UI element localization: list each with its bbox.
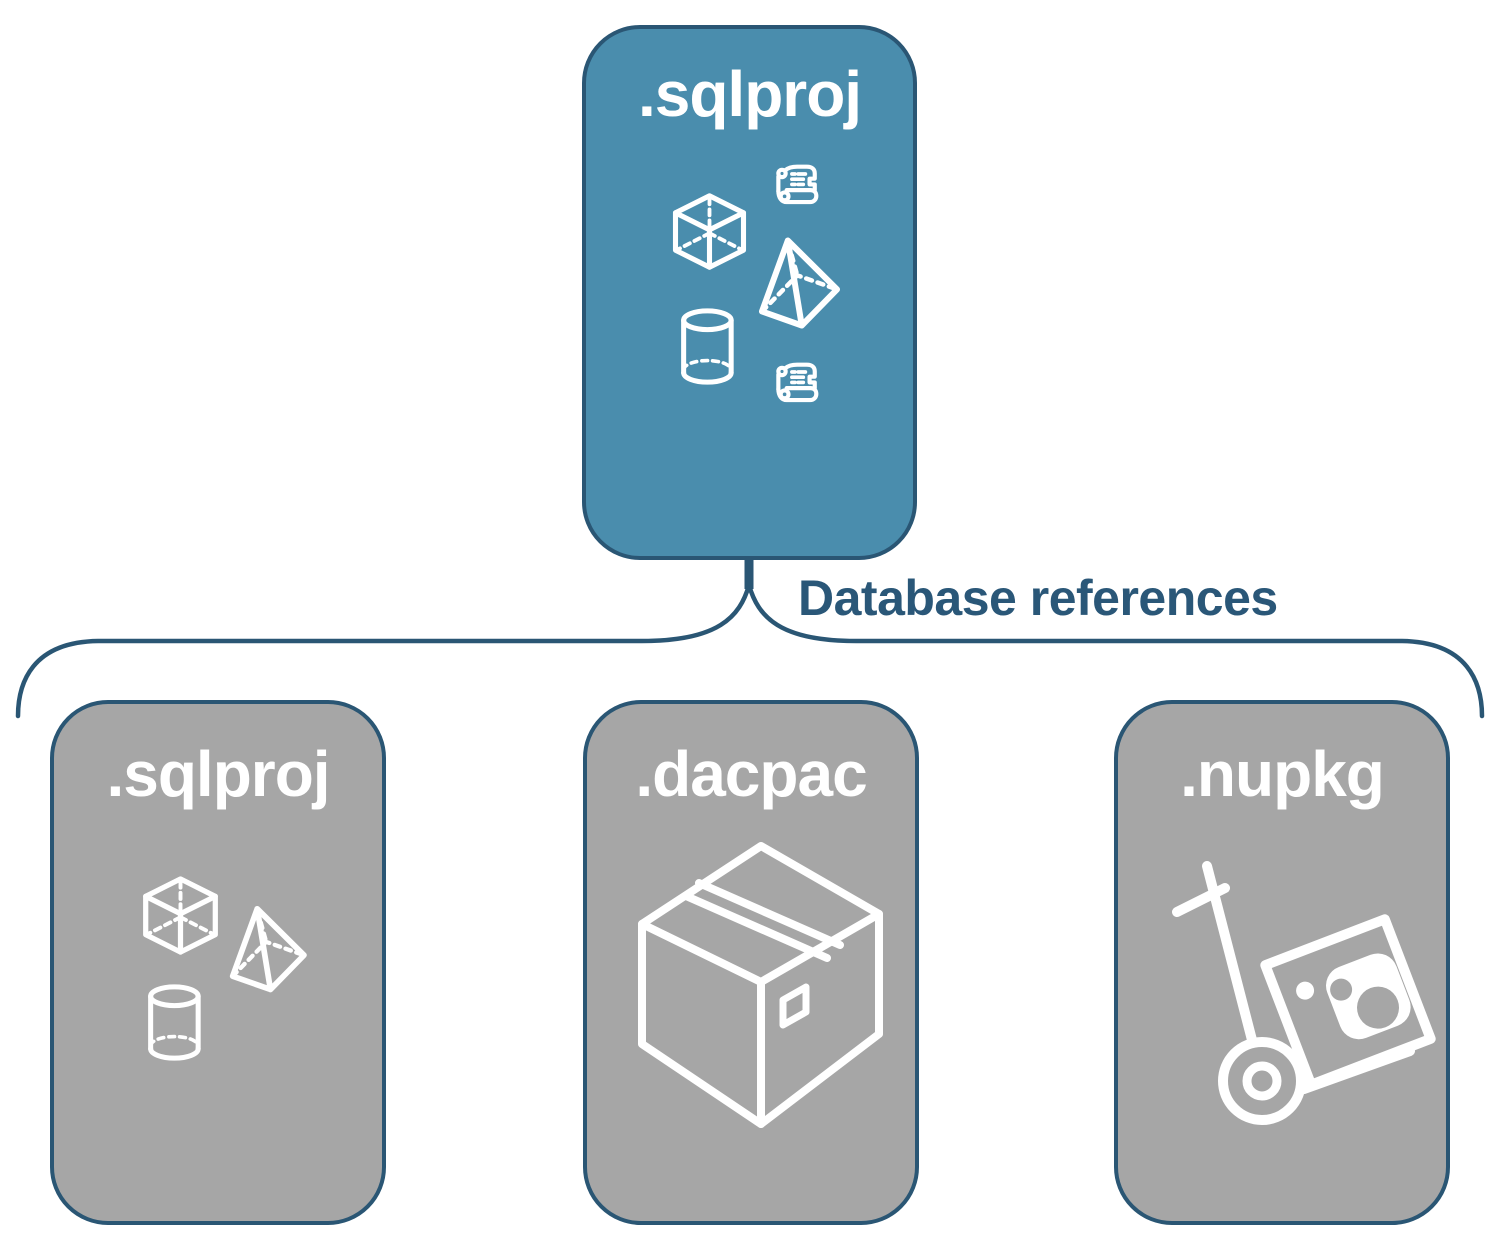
sql-object-icons (642, 154, 866, 454)
hand-truck-grip (1172, 883, 1230, 917)
card-dacpac: .dacpac (583, 700, 919, 1225)
box-right-face (757, 910, 883, 1128)
card-dacpac-label: .dacpac (635, 738, 867, 810)
cube-icon (676, 196, 744, 267)
pyramid-icon (749, 233, 843, 333)
box-left-face (638, 920, 765, 1128)
card-nupkg-label: .nupkg (1180, 738, 1385, 810)
card-sqlproj-top: .sqlproj (582, 25, 917, 560)
cylinder-icon (151, 987, 199, 1058)
card-sqlproj-bottom: .sqlproj (50, 700, 386, 1225)
wheel-icon (1218, 1037, 1306, 1125)
box-lid-seam (682, 879, 844, 962)
wheel-hub (1242, 1061, 1282, 1101)
cube-icon (146, 879, 216, 952)
nuget-logo-big-circle (1357, 986, 1400, 1029)
nuget-package (1260, 914, 1436, 1090)
card-sqlproj-bottom-label: .sqlproj (106, 738, 330, 810)
brace-connector (15, 557, 1485, 719)
package-box-icon (638, 842, 883, 1128)
card-nupkg: .nupkg (1114, 700, 1450, 1225)
brace-curve (15, 576, 1485, 719)
scroll-icon (778, 167, 816, 202)
hand-truck-package-icon (1172, 861, 1436, 1125)
pyramid-icon (220, 901, 309, 996)
scroll-icon (778, 365, 816, 400)
cylinder-icon (684, 311, 732, 382)
sql-object-icons (114, 860, 326, 1090)
box-label-tag (779, 983, 810, 1029)
connector-label: Database references (798, 570, 1278, 626)
nuget-logo-dot (1296, 981, 1315, 1000)
package-outline (1260, 914, 1436, 1090)
nuget-logo-small-circle (1330, 978, 1353, 1001)
card-sqlproj-top-label: .sqlproj (637, 58, 862, 130)
